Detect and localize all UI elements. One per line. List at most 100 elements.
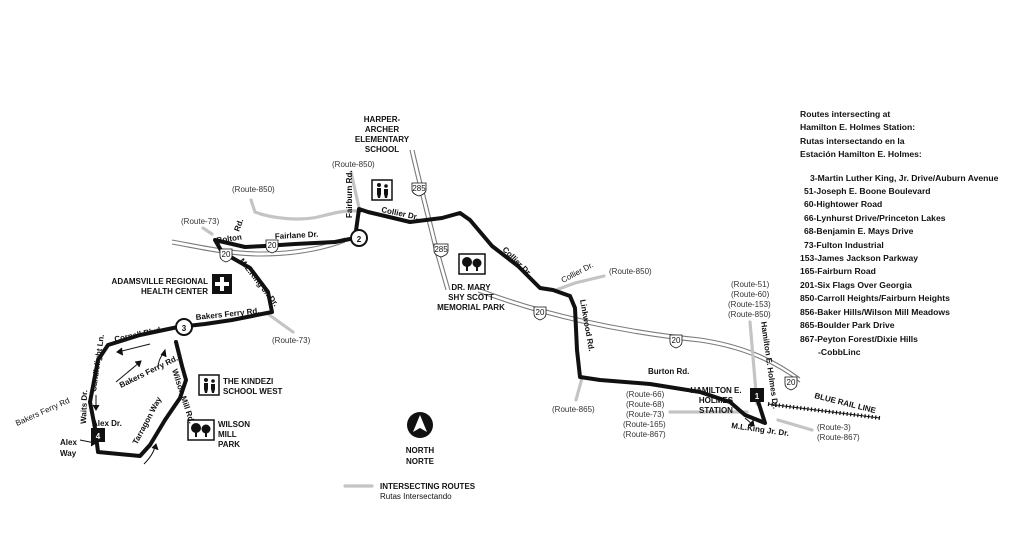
label-kindezi: THE KINDEZI SCHOOL WEST (223, 377, 283, 396)
arrow-tarragon-head (151, 443, 159, 451)
route-list-item: 850-Carroll Heights/Fairburn Heights (800, 293, 950, 304)
route-label-865: (Route-865) (552, 405, 595, 414)
north-compass: NORTH NORTE (406, 412, 435, 466)
street-fairlane: Fairlane Dr. (275, 230, 319, 241)
stop-1[interactable]: 1 (750, 388, 764, 402)
interstate-shields: 20 20 20 20 20 285 285 (219, 182, 798, 391)
route-labels-station-west: (Route-66) (Route-68) (Route-73) (Route-… (623, 390, 666, 439)
route-list-item: 201-Six Flags Over Georgia (800, 279, 912, 290)
kindezi-line-2: SCHOOL WEST (223, 387, 283, 396)
route-list-item: 66-Lynhurst Drive/Princeton Lakes (804, 212, 946, 223)
school-icon-kindezi (198, 374, 220, 396)
street-bakers-ferry-mid: Bakers Ferry Rd. (118, 354, 179, 390)
scott-line-2: SHY SCOTT (448, 293, 494, 302)
station-se-2: (Route-867) (817, 433, 860, 442)
route-list-item: 3-Martin Luther King, Jr. Drive/Auburn A… (810, 172, 999, 183)
route-list-item: 60-Hightower Road (804, 199, 883, 210)
school-icon-harper (371, 179, 393, 201)
route-list-item: 856-Baker Hills/Wilson Mill Meadows (800, 306, 950, 317)
station-north-4: (Route-850) (728, 310, 771, 319)
arrow-cornell-head (116, 347, 124, 356)
route-73-mlk (266, 312, 295, 334)
street-candlelight: Candlelight Ln. (89, 334, 106, 392)
street-blue-rail: BLUE RAIL LINE (814, 391, 878, 415)
park-icon-wilson (187, 419, 215, 441)
arrow-waits-head (92, 404, 100, 411)
label-harper-archer: HARPER- ARCHER ELEMENTARY SCHOOL (355, 115, 410, 154)
street-waits: Waits Dr. (79, 390, 89, 424)
label-wilson-park: WILSON MILL PARK (218, 420, 250, 449)
stop-1-number: 1 (755, 392, 760, 401)
i20-shield-d-label: 20 (672, 336, 681, 345)
intersecting-routes-panel: Routes intersecting at Hamilton E. Holme… (800, 108, 1020, 359)
landmark-icons (187, 179, 486, 441)
i20-shield-c-label: 20 (536, 308, 545, 317)
route-list-item: 867-Peyton Forest/Dixie Hills (800, 333, 918, 344)
route-label-850-collier: (Route-850) (609, 267, 652, 276)
panel-heading-3: Rutas intersectando en la (800, 135, 905, 146)
street-fairburn: Fairburn Rd. (345, 170, 354, 218)
arrow-bakers-head (134, 360, 142, 368)
street-tarragon: Tarragon Way (131, 395, 164, 446)
street-mlk-se: M.L.King Jr. Dr. (731, 421, 790, 438)
panel-heading-1: Routes intersecting at (800, 109, 891, 119)
kindezi-line-1: THE KINDEZI (223, 377, 273, 386)
stop-2[interactable]: 2 (350, 229, 368, 247)
place-labels: HARPER- ARCHER ELEMENTARY SCHOOL ADAMSVI… (112, 115, 742, 449)
label-scott-park: DR. MARY SHY SCOTT MEMORIAL PARK (437, 283, 505, 312)
stop-4-number: 4 (96, 432, 101, 441)
street-bakers-ferry-left: Bakers Ferry Rd (14, 396, 71, 428)
station-west-1: (Route-66) (626, 390, 665, 399)
station-west-5: (Route-867) (623, 430, 666, 439)
rail-ties (767, 402, 881, 420)
route-850-collier (554, 274, 606, 292)
legend-intersecting-label: INTERSECTING ROUTES (380, 482, 476, 491)
legend: INTERSECTING ROUTES Rutas Intersectando (380, 482, 476, 501)
i285-shield-a: 285 (411, 182, 427, 197)
route-list-item: 153-James Jackson Parkway (800, 253, 919, 264)
i20-shield-e-label: 20 (787, 378, 796, 387)
route-list-item: 51-Joseph E. Boone Boulevard (804, 186, 931, 197)
route-list: 3-Martin Luther King, Jr. Drive/Auburn A… (800, 172, 1020, 360)
i20-shield-a: 20 (219, 248, 233, 263)
stop-3[interactable]: 3 (175, 318, 193, 336)
arrow-cornell (117, 343, 151, 353)
street-alex-way-1: Alex (60, 438, 77, 447)
i20-shield-e: 20 (784, 376, 798, 391)
station-line-2: HOLMES (699, 396, 734, 405)
route-73-bolton (201, 226, 214, 236)
adamsville-line-2: HEALTH CENTER (141, 287, 208, 296)
street-alex-way-2: Way (60, 449, 77, 458)
hospital-icon (212, 274, 232, 294)
stop-4[interactable]: 4 (91, 428, 105, 442)
compass-norte-label: NORTE (406, 457, 435, 466)
route-list-item: 865-Boulder Park Drive (800, 320, 895, 331)
compass-north-label: NORTH (406, 446, 435, 455)
i285-shield-a-label: 285 (412, 184, 426, 193)
i20-highway-west-2 (171, 241, 346, 257)
label-holmes-station: HAMILTON E. HOLMES STATION (690, 386, 741, 415)
wilson-line-1: WILSON (218, 420, 250, 429)
intersecting-routes (201, 170, 814, 488)
i20-shield-b-label: 20 (268, 241, 277, 250)
park-icon-scott (458, 253, 486, 275)
street-burton: Burton Rd. (648, 367, 689, 376)
route-labels-station-se: (Route-3) (Route-867) (817, 423, 860, 442)
i20-shield-d: 20 (669, 334, 683, 349)
label-adamsville: ADAMSVILLE REGIONAL HEALTH CENTER (112, 277, 209, 296)
station-west-2: (Route-68) (626, 400, 665, 409)
wilson-line-2: MILL (218, 430, 237, 439)
route-label-73-mlk: (Route-73) (272, 336, 311, 345)
station-west-3: (Route-73) (626, 410, 665, 419)
scott-line-3: MEMORIAL PARK (437, 303, 505, 312)
harper-line-3: ELEMENTARY (355, 135, 410, 144)
i285-shield-b-label: 285 (434, 245, 448, 254)
i285-shield-b: 285 (433, 243, 449, 258)
street-collier-2: Collier Dr. (501, 245, 534, 278)
harper-line-1: HARPER- (364, 115, 401, 124)
route-labels-station-north: (Route-51) (Route-60) (Route-153) (Route… (728, 280, 771, 319)
station-north-3: (Route-153) (728, 300, 771, 309)
i20-shield-a-label: 20 (222, 250, 231, 259)
arrow-bakers (115, 361, 141, 383)
i285-highway (409, 149, 447, 291)
